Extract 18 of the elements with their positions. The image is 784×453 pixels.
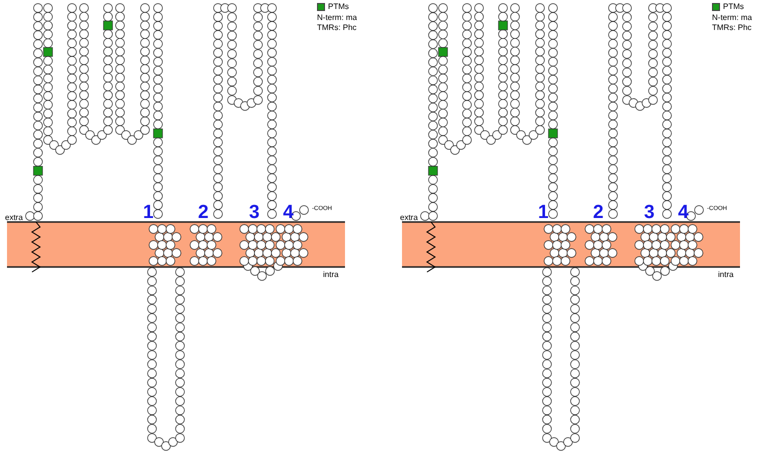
legend-text: TMRs: Phc [712,24,752,32]
helix-number: 2 [593,203,604,222]
region-label: extra [5,214,23,222]
legend-text: TMRs: Phc [317,24,357,32]
helix-number: 4 [283,203,294,222]
helix-number: 4 [678,203,689,222]
legend-text: PTMs [723,3,744,11]
legend-text: N-term: ma [712,14,752,22]
region-label: intra [718,271,734,279]
legend-text: N-term: ma [317,14,357,22]
helix-number: 1 [143,203,154,222]
legend-text: PTMs [328,3,349,11]
region-label: intra [323,271,339,279]
helix-number: 1 [538,203,549,222]
helix-number: 2 [198,203,209,222]
helix-number: 3 [249,203,260,222]
helix-number: 3 [644,203,655,222]
region-label: extra [400,214,418,222]
